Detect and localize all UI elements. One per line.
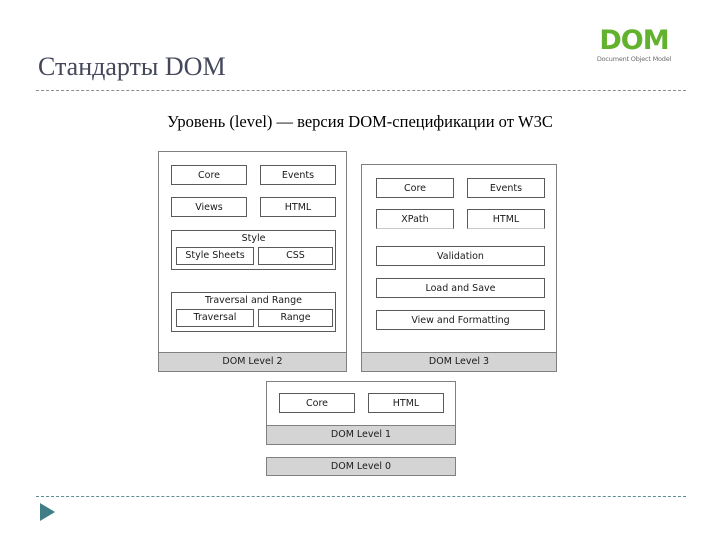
title-divider xyxy=(36,90,686,91)
dom-level-0-bar: DOM Level 0 xyxy=(266,457,456,476)
module-events[interactable]: Events xyxy=(467,178,545,198)
dom-logo-tagline: Document Object Model xyxy=(596,55,672,63)
module-xpath[interactable]: XPath xyxy=(376,209,454,229)
module-core[interactable]: Core xyxy=(279,393,355,413)
module-group-traversal-and-range[interactable]: Traversal and Range Traversal Range xyxy=(171,292,336,332)
module-html[interactable]: HTML xyxy=(260,197,336,217)
module-html[interactable]: HTML xyxy=(467,209,545,229)
module-view-and-formatting[interactable]: View and Formatting xyxy=(376,310,545,330)
module-group-style-children: Style Sheets CSS xyxy=(172,247,335,267)
module-range[interactable]: Range xyxy=(258,309,333,327)
dom-level-2-box: Core Events Views HTML Style Style Sheet… xyxy=(158,151,347,372)
dom-level-1-label: DOM Level 1 xyxy=(267,425,455,444)
dom-logo: DOM Document Object Model xyxy=(588,27,680,63)
module-group-traversal-and-range-label: Traversal and Range xyxy=(205,295,302,306)
module-core[interactable]: Core xyxy=(171,165,247,185)
module-group-style[interactable]: Style Style Sheets CSS xyxy=(171,230,336,270)
play-triangle-icon[interactable] xyxy=(40,503,55,521)
module-core[interactable]: Core xyxy=(376,178,454,198)
module-events[interactable]: Events xyxy=(260,165,336,185)
dom-level-3-label: DOM Level 3 xyxy=(362,352,556,371)
module-css[interactable]: CSS xyxy=(258,247,333,265)
dom-level-1-body: Core HTML xyxy=(267,382,455,425)
dom-level-2-body: Core Events Views HTML Style Style Sheet… xyxy=(159,152,346,352)
module-group-traversal-and-range-children: Traversal Range xyxy=(172,309,335,329)
module-group-style-label: Style xyxy=(241,233,266,244)
module-traversal[interactable]: Traversal xyxy=(176,309,254,327)
module-style-sheets[interactable]: Style Sheets xyxy=(176,247,254,265)
dom-level-2-label: DOM Level 2 xyxy=(159,352,346,371)
dom-logo-wordmark: DOM xyxy=(599,25,669,56)
module-html[interactable]: HTML xyxy=(368,393,444,413)
page-subtitle: Уровень (level) — версия DOM-спецификаци… xyxy=(167,112,553,131)
footer-divider xyxy=(36,496,686,497)
dom-level-3-body: Core Events XPath HTML Validation Load a… xyxy=(362,165,556,352)
module-views[interactable]: Views xyxy=(171,197,247,217)
dom-level-1-box: Core HTML DOM Level 1 xyxy=(266,381,456,445)
module-load-and-save[interactable]: Load and Save xyxy=(376,278,545,298)
dom-level-3-box: Core Events XPath HTML Validation Load a… xyxy=(361,164,557,372)
module-validation[interactable]: Validation xyxy=(376,246,545,266)
page-title: Стандарты DOM xyxy=(38,52,226,81)
